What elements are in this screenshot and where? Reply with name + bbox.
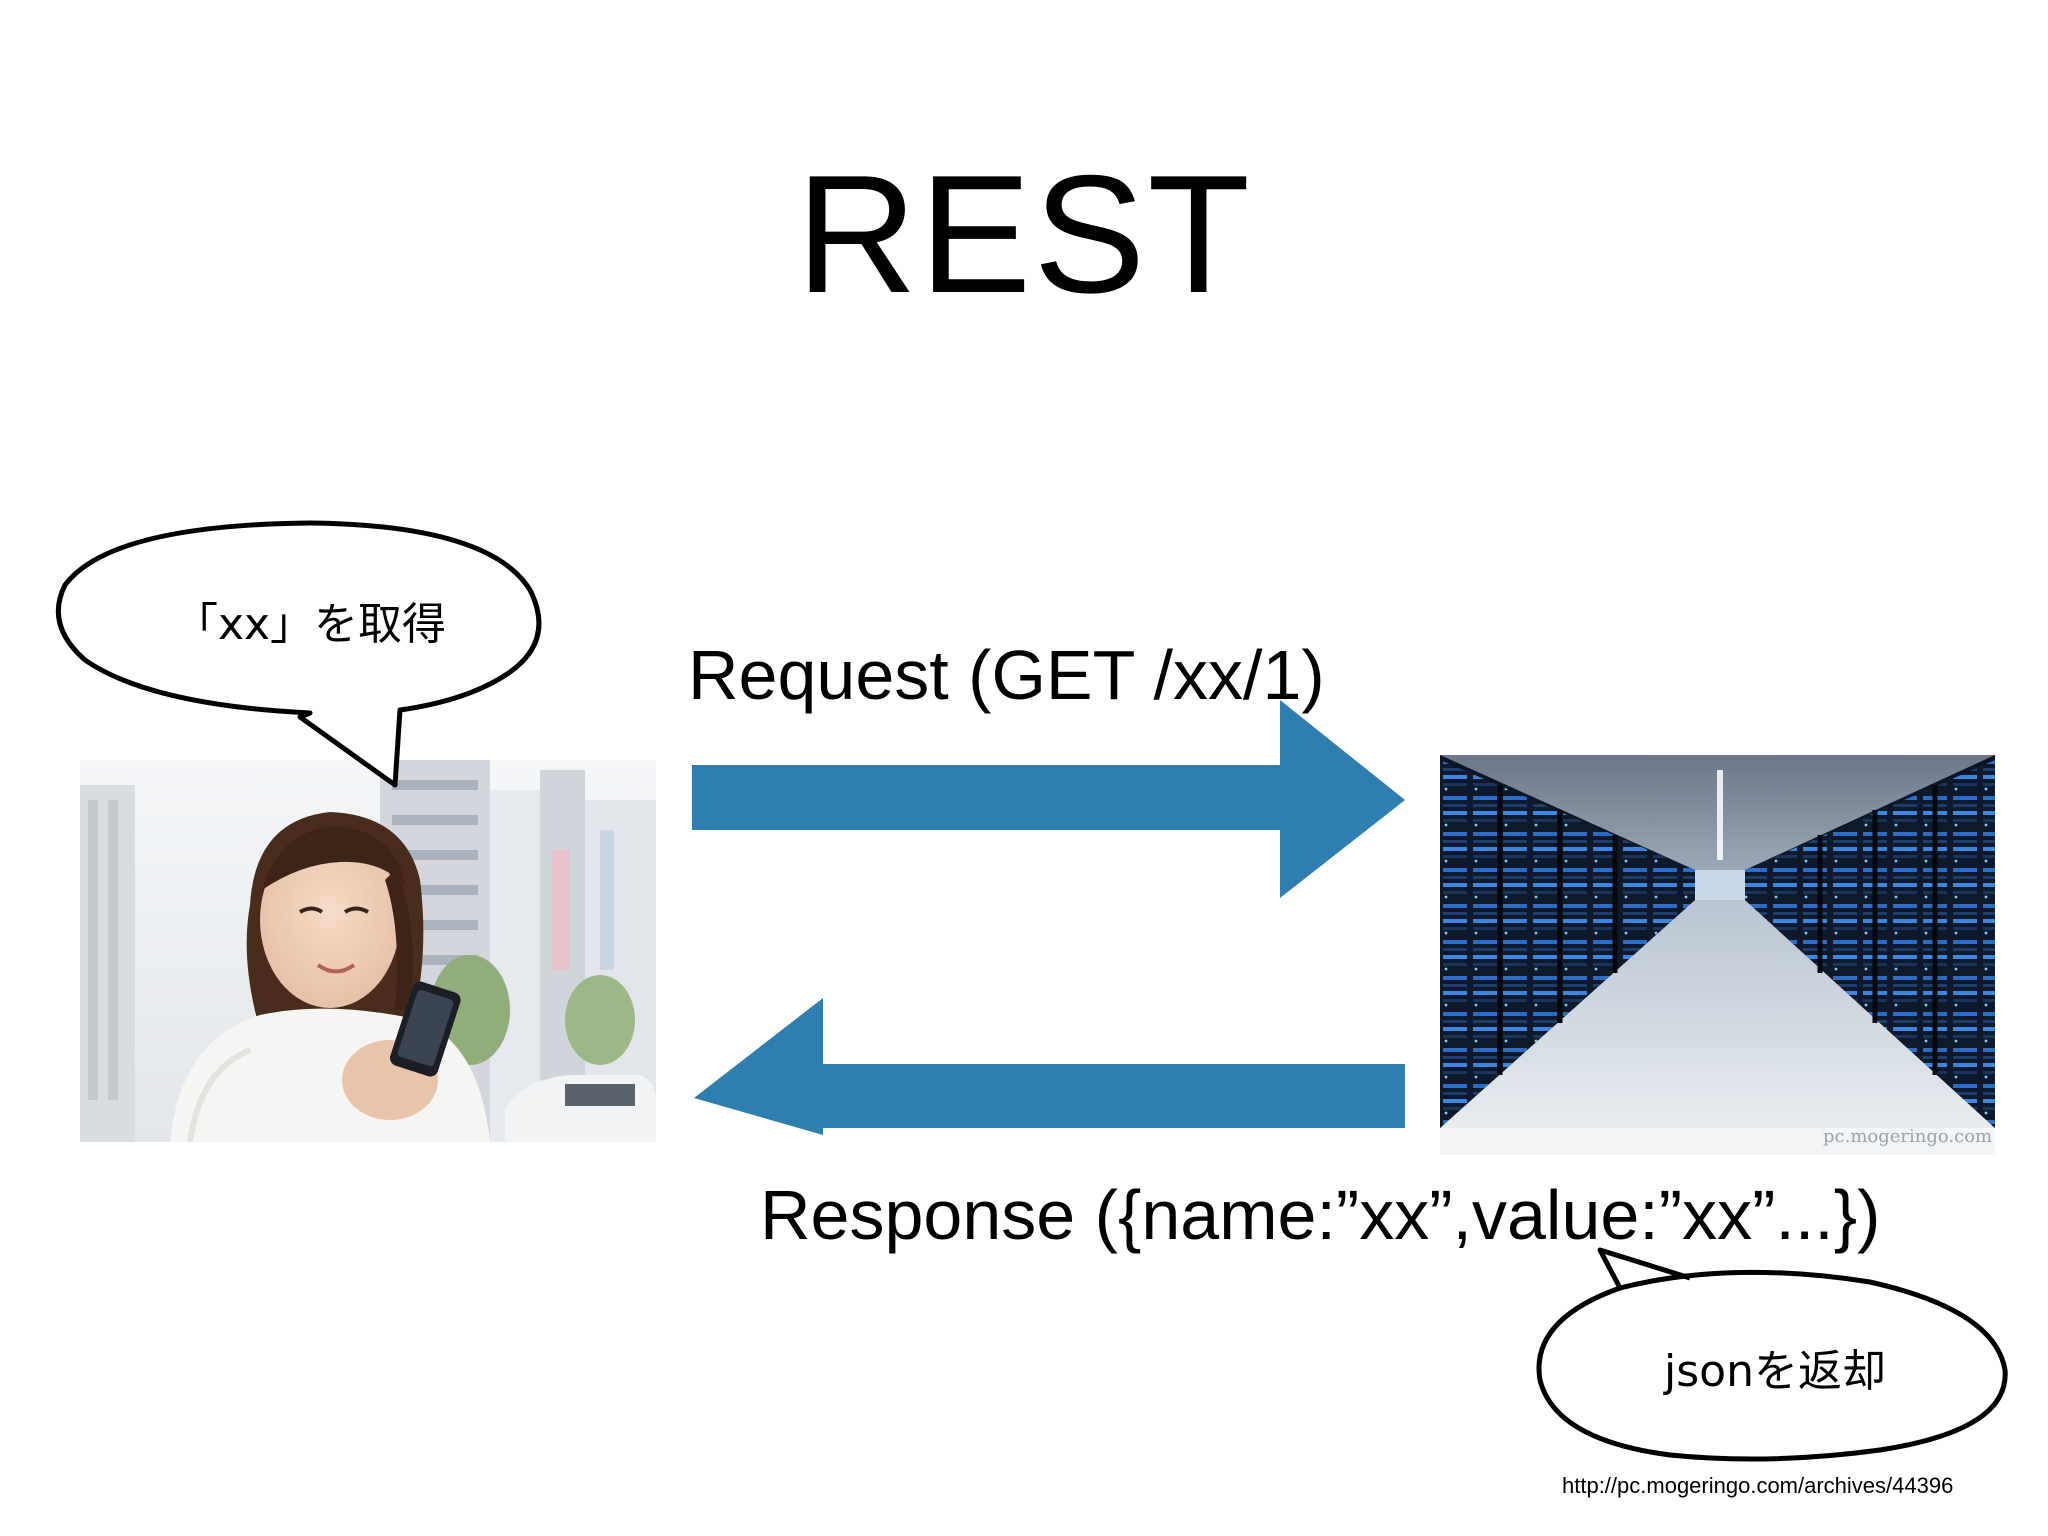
- response-arrow-body: [823, 1064, 1405, 1128]
- client-photo: [80, 760, 656, 1143]
- client-speech-bubble: [55, 520, 542, 788]
- server-photo: [1440, 755, 1995, 1155]
- source-url: http://pc.mogeringo.com/archives/44396: [1562, 1473, 1954, 1498]
- response-label: Response ({name:”xx”,value:”xx”...}): [760, 1176, 1881, 1254]
- server-bubble-text: jsonを返却: [1664, 1346, 1886, 1397]
- slide-title: REST: [795, 140, 1253, 328]
- request-label: Request (GET /xx/1): [688, 636, 1325, 714]
- request-arrow: [692, 700, 1405, 898]
- client-bubble-text: 「xx」を取得: [173, 599, 447, 650]
- server-photo-watermark: pc.mogeringo.com: [1823, 1126, 1993, 1147]
- server-speech-bubble: [1536, 1247, 2008, 1462]
